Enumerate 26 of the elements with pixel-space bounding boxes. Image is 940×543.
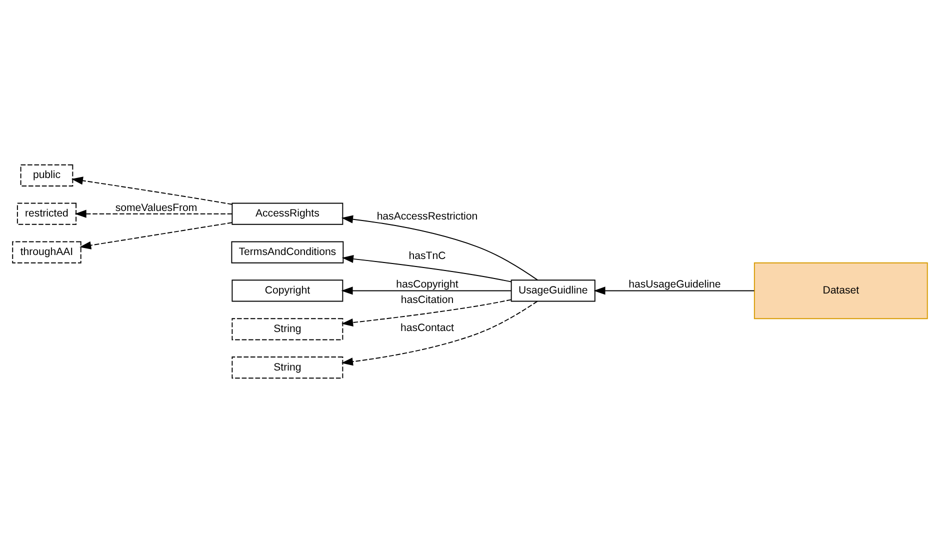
edge-label: hasCopyright xyxy=(396,278,458,291)
node-box: String xyxy=(232,356,344,379)
arrow xyxy=(341,215,538,281)
node-box: UsageGuidline xyxy=(510,280,596,302)
node-box: public xyxy=(20,164,74,186)
edge-label: someValuesFrom xyxy=(115,202,198,214)
edge-label: hasAccessRestriction xyxy=(376,210,478,222)
node-box: AccessRights xyxy=(232,202,344,225)
node-box: Copyright xyxy=(232,280,344,302)
node-box: Dataset xyxy=(754,262,928,320)
node-box: String xyxy=(232,318,344,340)
arrow xyxy=(342,299,512,327)
arrow xyxy=(594,286,755,295)
node-box: throughAAI xyxy=(12,241,82,264)
edge-label: hasTnC xyxy=(408,250,446,262)
edge-label: hasUsageGuideline xyxy=(628,278,721,291)
arrow xyxy=(74,210,232,218)
edge-label: hasCitation xyxy=(400,294,454,306)
arrow xyxy=(341,300,538,366)
edge-label: hasContact xyxy=(400,322,454,334)
arrow xyxy=(341,286,512,295)
node-box: restricted xyxy=(16,202,77,225)
node-box: TermsAndConditions xyxy=(231,241,344,264)
arrow xyxy=(71,176,233,205)
arrow xyxy=(80,222,232,250)
arrow xyxy=(342,254,512,282)
